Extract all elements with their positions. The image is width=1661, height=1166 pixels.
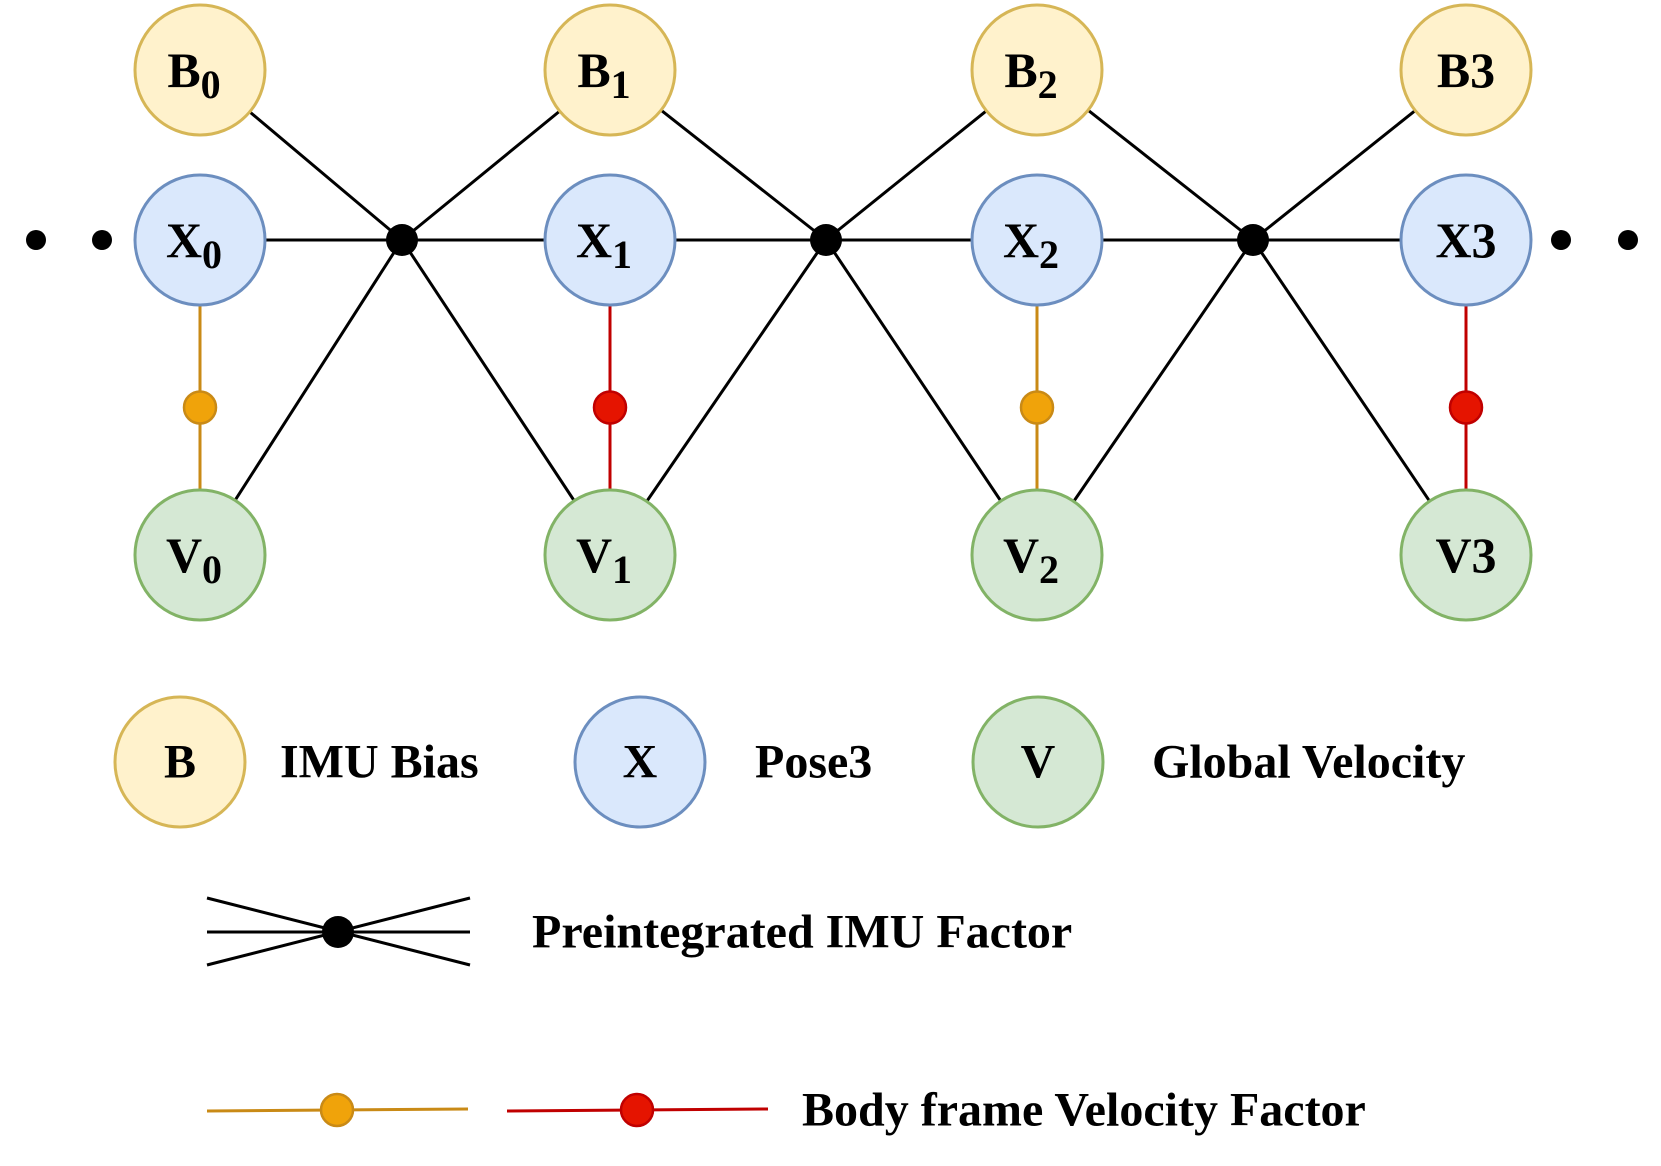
imu-factor-1 — [810, 224, 842, 256]
legend-velocity-symbol: V — [1021, 736, 1056, 789]
node-circle — [133, 488, 267, 622]
legend-pose-label: Pose3 — [755, 736, 872, 789]
legend-bias-circle — [113, 695, 247, 829]
imu-edge-B1-f1 — [660, 109, 827, 242]
graph-factors — [182, 224, 1484, 425]
imu-edge-V3-f2 — [1251, 239, 1431, 502]
node-label: V0 — [166, 527, 222, 592]
node-circle — [970, 488, 1104, 622]
node-label: B3 — [1437, 42, 1495, 98]
velocity-factor-orange — [1019, 390, 1055, 425]
node-label: V2 — [1003, 527, 1059, 592]
ellipsis-dot — [92, 230, 112, 250]
node-B3: B3 — [1399, 3, 1533, 137]
ellipsis-dot — [1618, 230, 1638, 250]
node-V0: V0 — [133, 488, 267, 622]
node-label: B1 — [577, 42, 630, 107]
legend-orange-factor-dot — [319, 1092, 355, 1128]
node-label: X2 — [1003, 212, 1059, 277]
legend-velocity-factor: Body frame Velocity Factor — [206, 1084, 1366, 1137]
node-circle — [1399, 173, 1533, 307]
node-circle — [133, 173, 267, 307]
node-B1: B1 — [543, 3, 677, 137]
imu-edge-V0-f0 — [233, 239, 404, 502]
imu-edge-B1-f0 — [401, 109, 561, 242]
legend-nodes: B IMU Bias X Pose3 V Global Velocity — [113, 695, 1465, 829]
legend-velocity-circle — [971, 695, 1105, 829]
node-V1: V1 — [543, 488, 677, 622]
legend-velocity-label: Global Velocity — [1152, 736, 1465, 789]
node-label: B2 — [1004, 42, 1057, 107]
node-V2: V2 — [970, 488, 1104, 622]
legend-pose-symbol: X — [623, 736, 658, 789]
imu-factor-2 — [1237, 224, 1269, 256]
node-B0: B0 — [133, 3, 267, 137]
node-X1: X1 — [543, 173, 677, 307]
legend-imu-factor-label: Preintegrated IMU Factor — [532, 906, 1072, 959]
imu-edge-V2-f1 — [824, 239, 1003, 502]
node-label: B0 — [167, 42, 220, 107]
node-circle — [543, 173, 677, 307]
imu-edge-V1-f1 — [645, 239, 828, 503]
graph-edges — [198, 109, 1468, 503]
node-circle — [543, 3, 677, 137]
node-circle — [1399, 488, 1533, 622]
node-label: X0 — [166, 212, 222, 277]
legend-red-factor-dot — [619, 1092, 655, 1128]
node-X2: X2 — [970, 173, 1104, 307]
legend-bias-label: IMU Bias — [280, 736, 479, 789]
imu-edge-V1-f0 — [400, 239, 576, 502]
legend-imu-factor-dot — [322, 916, 354, 948]
node-label: V3 — [1435, 527, 1496, 583]
imu-edge-B2-f2 — [1087, 109, 1254, 242]
node-label: X1 — [576, 212, 632, 277]
velocity-factor-red — [1448, 390, 1484, 425]
velocity-factor-red — [592, 390, 628, 425]
node-circle — [543, 488, 677, 622]
ellipsis-dot — [1551, 230, 1571, 250]
legend-pose-circle — [573, 695, 707, 829]
node-circle — [133, 3, 267, 137]
imu-factor-0 — [386, 224, 418, 256]
imu-edge-B2-f1 — [825, 109, 988, 242]
node-X0: X0 — [133, 173, 267, 307]
legend-imu-factor: Preintegrated IMU Factor — [206, 896, 1072, 967]
node-circle — [970, 173, 1104, 307]
ellipsis-dots — [26, 230, 1638, 250]
imu-edge-B3-f2 — [1252, 109, 1417, 242]
node-X3: X3 — [1399, 173, 1533, 307]
velocity-factor-orange — [182, 390, 218, 425]
node-label: V1 — [576, 527, 632, 592]
imu-edge-V2-f2 — [1072, 239, 1255, 503]
node-circle — [970, 3, 1104, 137]
node-B2: B2 — [970, 3, 1104, 137]
ellipsis-dot — [26, 230, 46, 250]
imu-edge-B0-f0 — [248, 110, 403, 242]
node-circle — [1399, 3, 1533, 137]
node-label: X3 — [1435, 212, 1496, 268]
legend-bias-symbol: B — [164, 736, 196, 789]
node-V3: V3 — [1399, 488, 1533, 622]
legend-velocity-factor-label: Body frame Velocity Factor — [802, 1084, 1366, 1137]
